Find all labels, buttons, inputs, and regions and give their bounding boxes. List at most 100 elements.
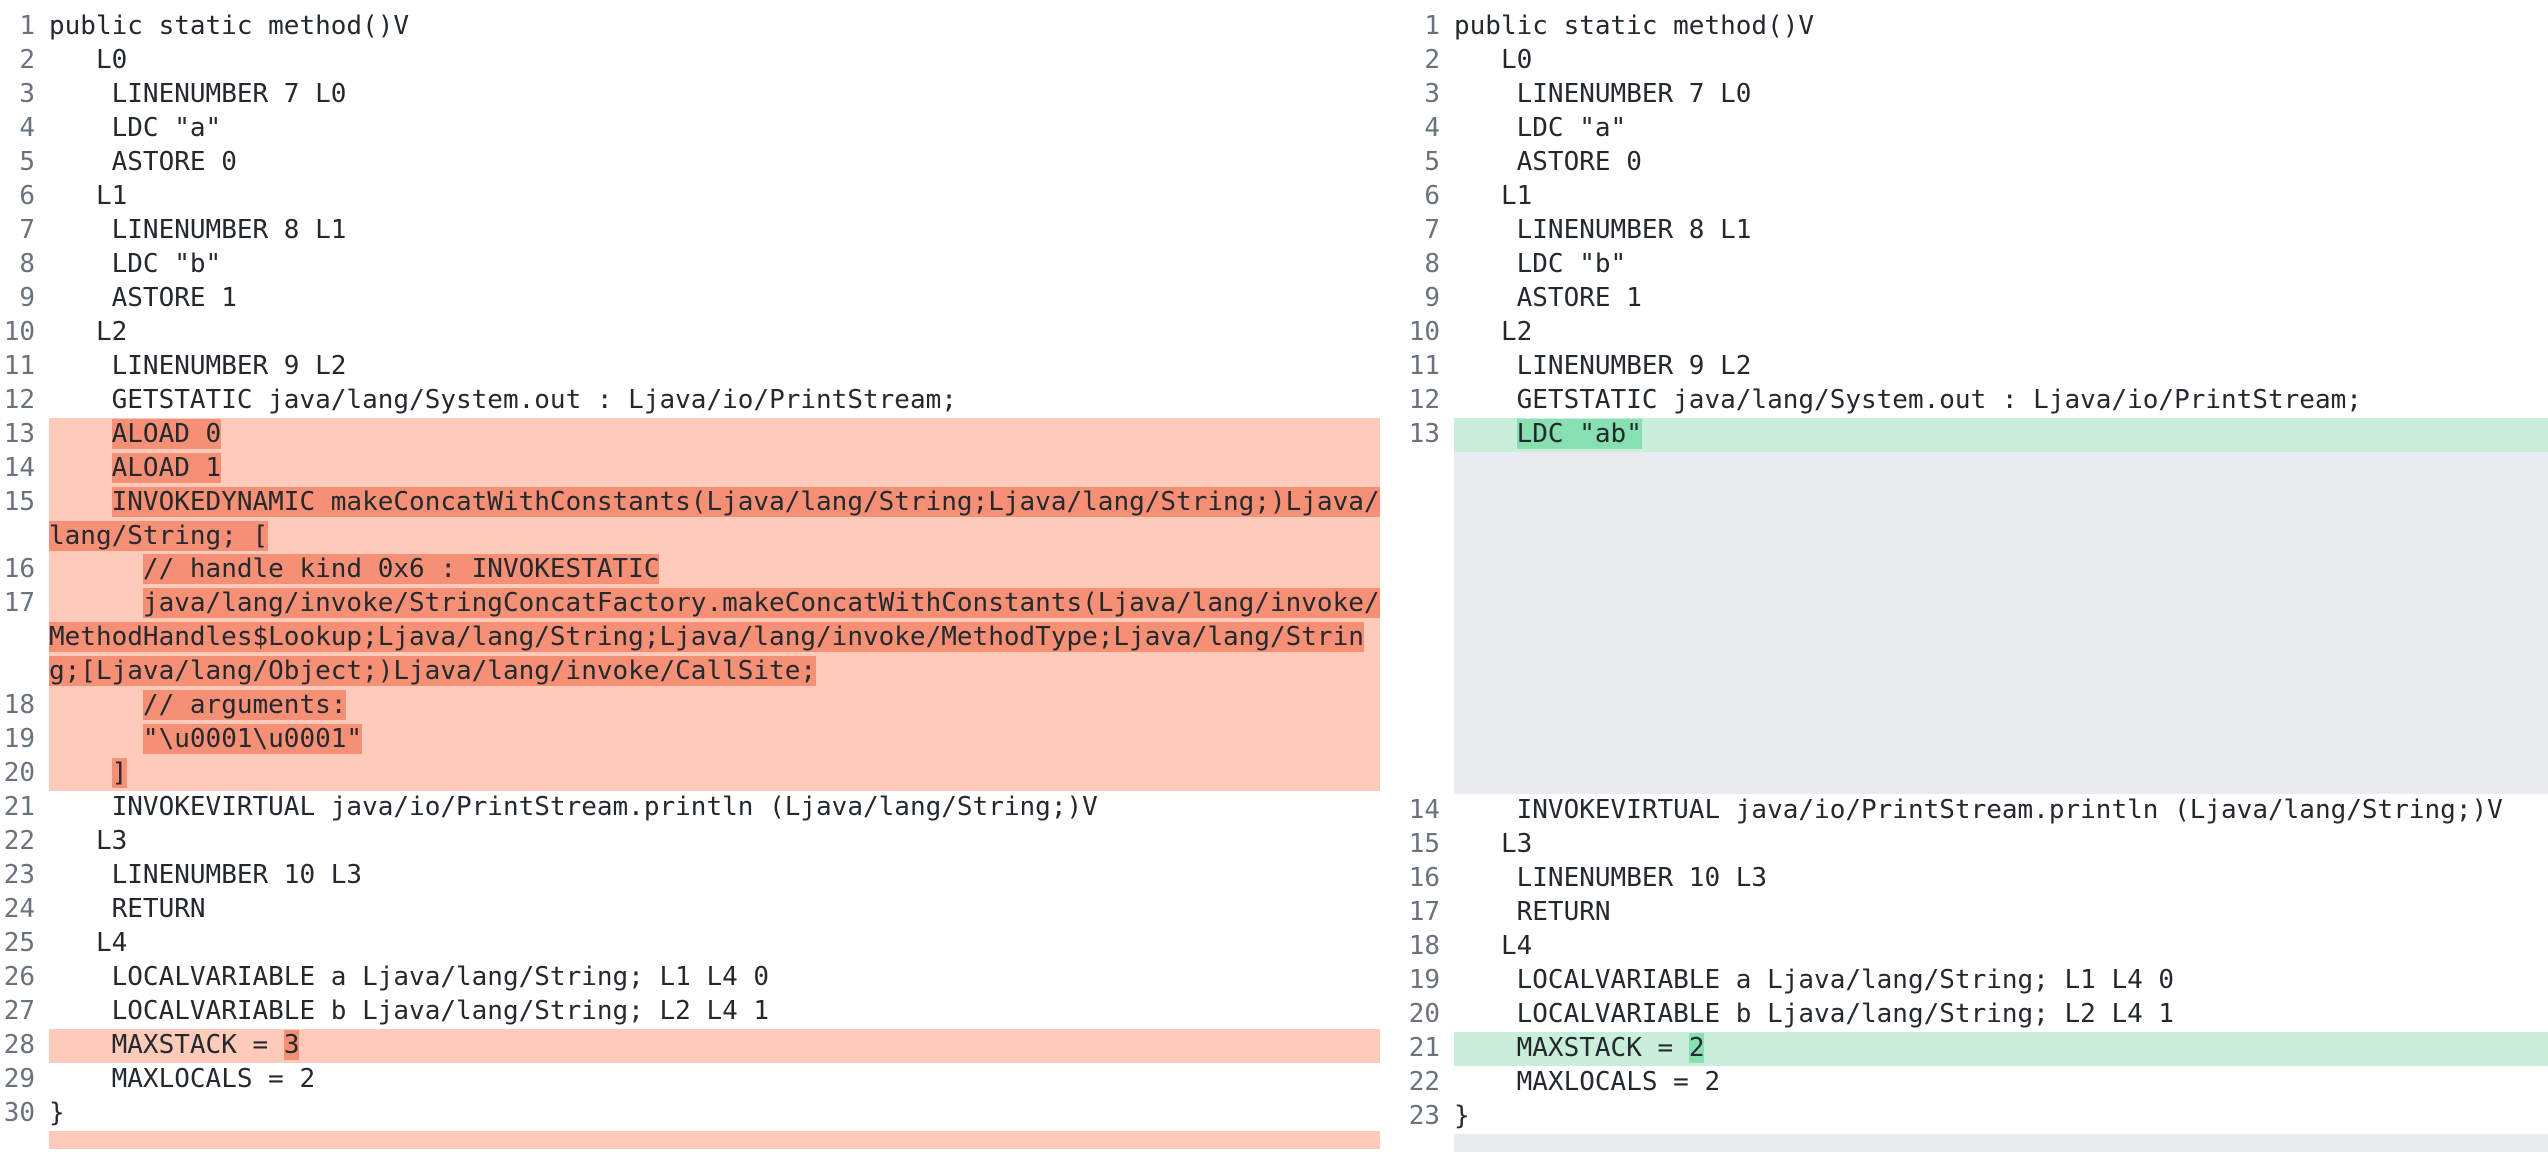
original-line-number: 10 — [3, 317, 35, 347]
code-line: 3 LINENUMBER 7 L0 — [1405, 78, 2548, 112]
modified-line-code: L0 — [1454, 45, 1533, 75]
deleted-word-highlight: ALOAD 1 — [111, 453, 222, 483]
code-line: 24 RETURN — [0, 893, 1380, 927]
code-line: 8 LDC "b" — [0, 248, 1380, 282]
modified-line-code: public static method()V — [1454, 11, 1815, 41]
line-prefix — [49, 758, 112, 788]
original-line-number: 13 — [3, 419, 35, 449]
modified-line-number: 7 — [1424, 215, 1440, 245]
modified-line-code: LINENUMBER 9 L2 — [1454, 351, 1752, 381]
modified-line-number: 2 — [1424, 45, 1440, 75]
deleted-word-highlight: INVOKEDYNAMIC makeConcatWithConstants(Lj… — [49, 487, 1380, 551]
modified-line-code: MAXSTACK = 2 — [1454, 1032, 2548, 1066]
modified-line-number: 9 — [1424, 283, 1440, 313]
original-line-number: 9 — [19, 283, 35, 313]
line-prefix: MAXSTACK = — [1454, 1033, 1689, 1063]
original-line-code: ] — [49, 756, 1380, 791]
original-line-code: L3 — [49, 825, 128, 856]
original-line-number: 12 — [3, 385, 35, 415]
inserted-word-highlight: 2 — [1688, 1033, 1705, 1063]
deleted-line-partial — [49, 1130, 1380, 1149]
deleted-line: 13 ALOAD 0 — [0, 418, 1380, 452]
original-line-code: ASTORE 1 — [49, 283, 237, 313]
modified-line-code: LINENUMBER 10 L3 — [1454, 863, 1768, 893]
code-line: 15 L3 — [1405, 828, 2548, 862]
original-line-code: "\u0001\u0001" — [49, 722, 1380, 757]
code-line: 6 L1 — [0, 180, 1380, 214]
code-line: 8 LDC "b" — [1405, 248, 2548, 282]
original-line-number: 20 — [3, 757, 35, 788]
deleted-word-highlight: ] — [111, 757, 128, 788]
original-line-code: L0 — [49, 45, 128, 75]
original-line-code: } — [49, 1097, 65, 1128]
original-line-code: L1 — [49, 181, 128, 211]
original-line-number: 30 — [3, 1097, 35, 1128]
original-line-number: 15 — [3, 487, 35, 517]
modified-line-number: 10 — [1408, 317, 1440, 347]
modified-line-number: 8 — [1424, 249, 1440, 279]
modified-line-code: RETURN — [1454, 897, 1611, 927]
original-line-number: 27 — [3, 995, 35, 1026]
modified-line-number: 14 — [1408, 795, 1440, 825]
code-line: 3 LINENUMBER 7 L0 — [0, 78, 1380, 112]
code-line: 22 L3 — [0, 825, 1380, 859]
code-line: 6 L1 — [1405, 180, 2548, 214]
line-prefix — [49, 419, 112, 449]
modified-line-code: INVOKEVIRTUAL java/io/PrintStream.printl… — [1454, 795, 2503, 825]
modified-line-number: 17 — [1408, 897, 1440, 927]
modified-line-number: 22 — [1408, 1067, 1440, 1097]
original-line-code: L2 — [49, 317, 128, 347]
modified-line-code: L1 — [1454, 181, 1533, 211]
original-line-number: 14 — [3, 453, 35, 483]
original-line-code: ASTORE 0 — [49, 147, 237, 177]
line-prefix — [1454, 419, 1517, 449]
modified-line-code: LINENUMBER 7 L0 — [1454, 79, 1752, 109]
original-line-number: 26 — [3, 961, 35, 992]
code-line: 26 LOCALVARIABLE a Ljava/lang/String; L1… — [0, 961, 1380, 995]
code-line: 4 LDC "a" — [0, 112, 1380, 146]
deleted-line: 17 java/lang/invoke/StringConcatFactory.… — [0, 587, 1380, 689]
original-line-number: 5 — [19, 147, 35, 177]
original-line-code: LOCALVARIABLE b Ljava/lang/String; L2 L4… — [49, 995, 770, 1026]
original-line-code: LINENUMBER 9 L2 — [49, 351, 347, 381]
original-line-number: 23 — [3, 859, 35, 890]
code-line: 25 L4 — [0, 927, 1380, 961]
inserted-word-highlight: LDC "ab" — [1516, 419, 1642, 449]
modified-line-code: GETSTATIC java/lang/System.out : Ljava/i… — [1454, 385, 2362, 415]
original-line-number: 6 — [19, 181, 35, 211]
code-line: 5 ASTORE 0 — [1405, 146, 2548, 180]
original-line-number: 7 — [19, 215, 35, 245]
original-line-number: 25 — [3, 927, 35, 958]
diff-filler-block — [1454, 452, 2548, 794]
original-line-code: RETURN — [49, 893, 206, 924]
deleted-line: 19 "\u0001\u0001" — [0, 722, 1380, 757]
original-line-number: 1 — [19, 11, 35, 41]
code-line: 23} — [1405, 1100, 2548, 1134]
original-line-code: ALOAD 1 — [49, 452, 1380, 486]
code-line: 23 LINENUMBER 10 L3 — [0, 859, 1380, 893]
line-prefix — [49, 554, 143, 584]
original-line-code: // arguments: — [49, 688, 1380, 723]
original-line-code: INVOKEDYNAMIC makeConcatWithConstants(Lj… — [49, 486, 1380, 554]
modified-line-number: 1 — [1424, 11, 1440, 41]
code-line: 19 LOCALVARIABLE a Ljava/lang/String; L1… — [1405, 964, 2548, 998]
original-line-code: INVOKEVIRTUAL java/io/PrintStream.printl… — [49, 791, 1098, 822]
deleted-word-highlight: "\u0001\u0001" — [142, 723, 363, 754]
original-line-number: 18 — [3, 689, 35, 720]
original-line-number: 28 — [3, 1029, 35, 1060]
original-line-code: LINENUMBER 7 L0 — [49, 79, 347, 109]
line-prefix — [49, 724, 143, 754]
modified-line-number: 21 — [1408, 1033, 1440, 1063]
deleted-word-highlight: // arguments: — [142, 689, 347, 720]
modified-line-code: LDC "a" — [1454, 113, 1627, 143]
original-line-code: LDC "a" — [49, 113, 222, 143]
original-line-code: public static method()V — [49, 11, 410, 41]
code-line: 2 L0 — [0, 44, 1380, 78]
original-line-code: MAXSTACK = 3 — [49, 1028, 1380, 1063]
modified-line-number: 18 — [1408, 931, 1440, 961]
original-line-number: 29 — [3, 1063, 35, 1094]
original-line-number: 8 — [19, 249, 35, 279]
modified-line-number: 12 — [1408, 385, 1440, 415]
